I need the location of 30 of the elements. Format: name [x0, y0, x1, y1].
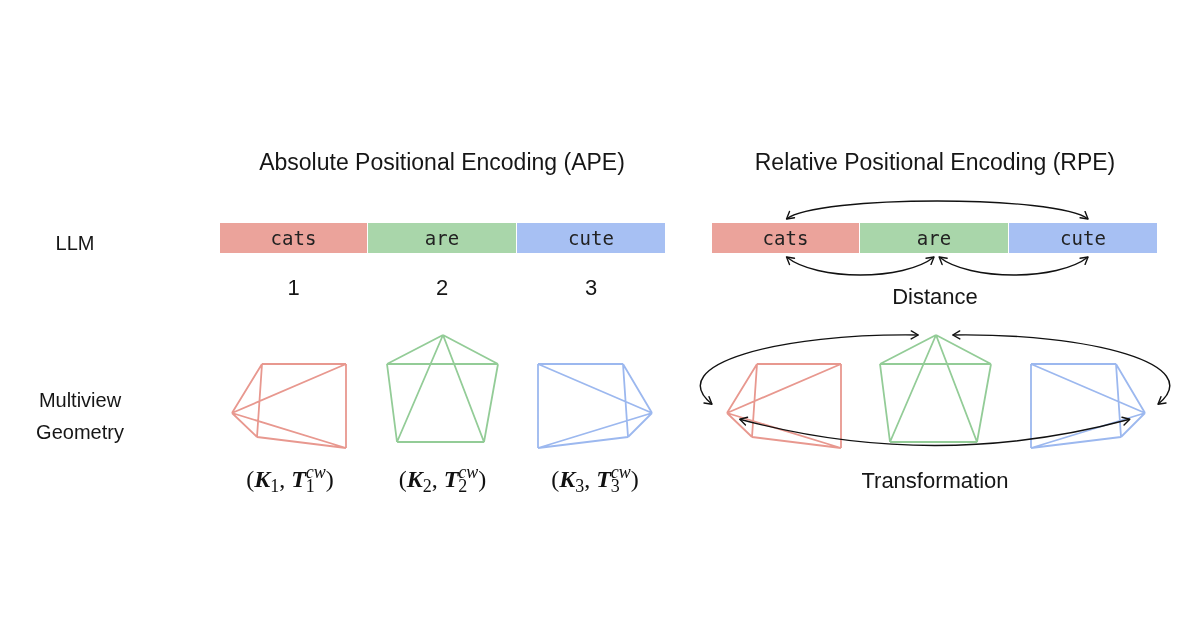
- curved-double-arrow: [952, 330, 1171, 405]
- token-box: cute: [1009, 223, 1157, 253]
- curved-double-arrow: [785, 200, 1089, 221]
- caption-text: Transformation: [860, 467, 1010, 495]
- position-number: 1: [287, 275, 300, 301]
- curved-double-arrow: [739, 416, 1131, 447]
- camera-frustum-drawing: [232, 364, 348, 449]
- token-box: cats: [712, 223, 859, 253]
- curved-double-arrow: [699, 330, 919, 405]
- section-heading: Absolute Positional Encoding (APE): [258, 148, 626, 177]
- token-box: cute: [517, 223, 665, 253]
- math-caption: (K$_{3}$, T$_{3}$$^{cw}$): [551, 464, 639, 494]
- camera-frustum-drawing: [537, 364, 653, 449]
- token-box: are: [368, 223, 516, 253]
- token-box: cats: [220, 223, 367, 253]
- section-heading: Relative Positional Encoding (RPE): [753, 148, 1117, 177]
- position-number: 3: [584, 275, 598, 301]
- math-caption: (K$_{2}$, T$_{2}$$^{cw}$): [398, 464, 487, 494]
- curved-double-arrow: [938, 256, 1089, 276]
- caption-text: Distance: [891, 283, 979, 311]
- camera-frustum-drawing: [385, 334, 500, 443]
- math-caption: (K$_{1}$, T$_{1}$$^{cw}$): [246, 464, 334, 494]
- position-number: 2: [435, 275, 449, 301]
- token-box: are: [860, 223, 1008, 253]
- curved-double-arrow: [785, 256, 935, 276]
- row-label: LLM: [54, 231, 96, 256]
- camera-frustum-drawing: [727, 364, 843, 449]
- camera-frustum-drawing: [1030, 364, 1146, 449]
- row-label: Multiview Geometry: [35, 388, 125, 445]
- camera-frustum-drawing: [878, 334, 993, 443]
